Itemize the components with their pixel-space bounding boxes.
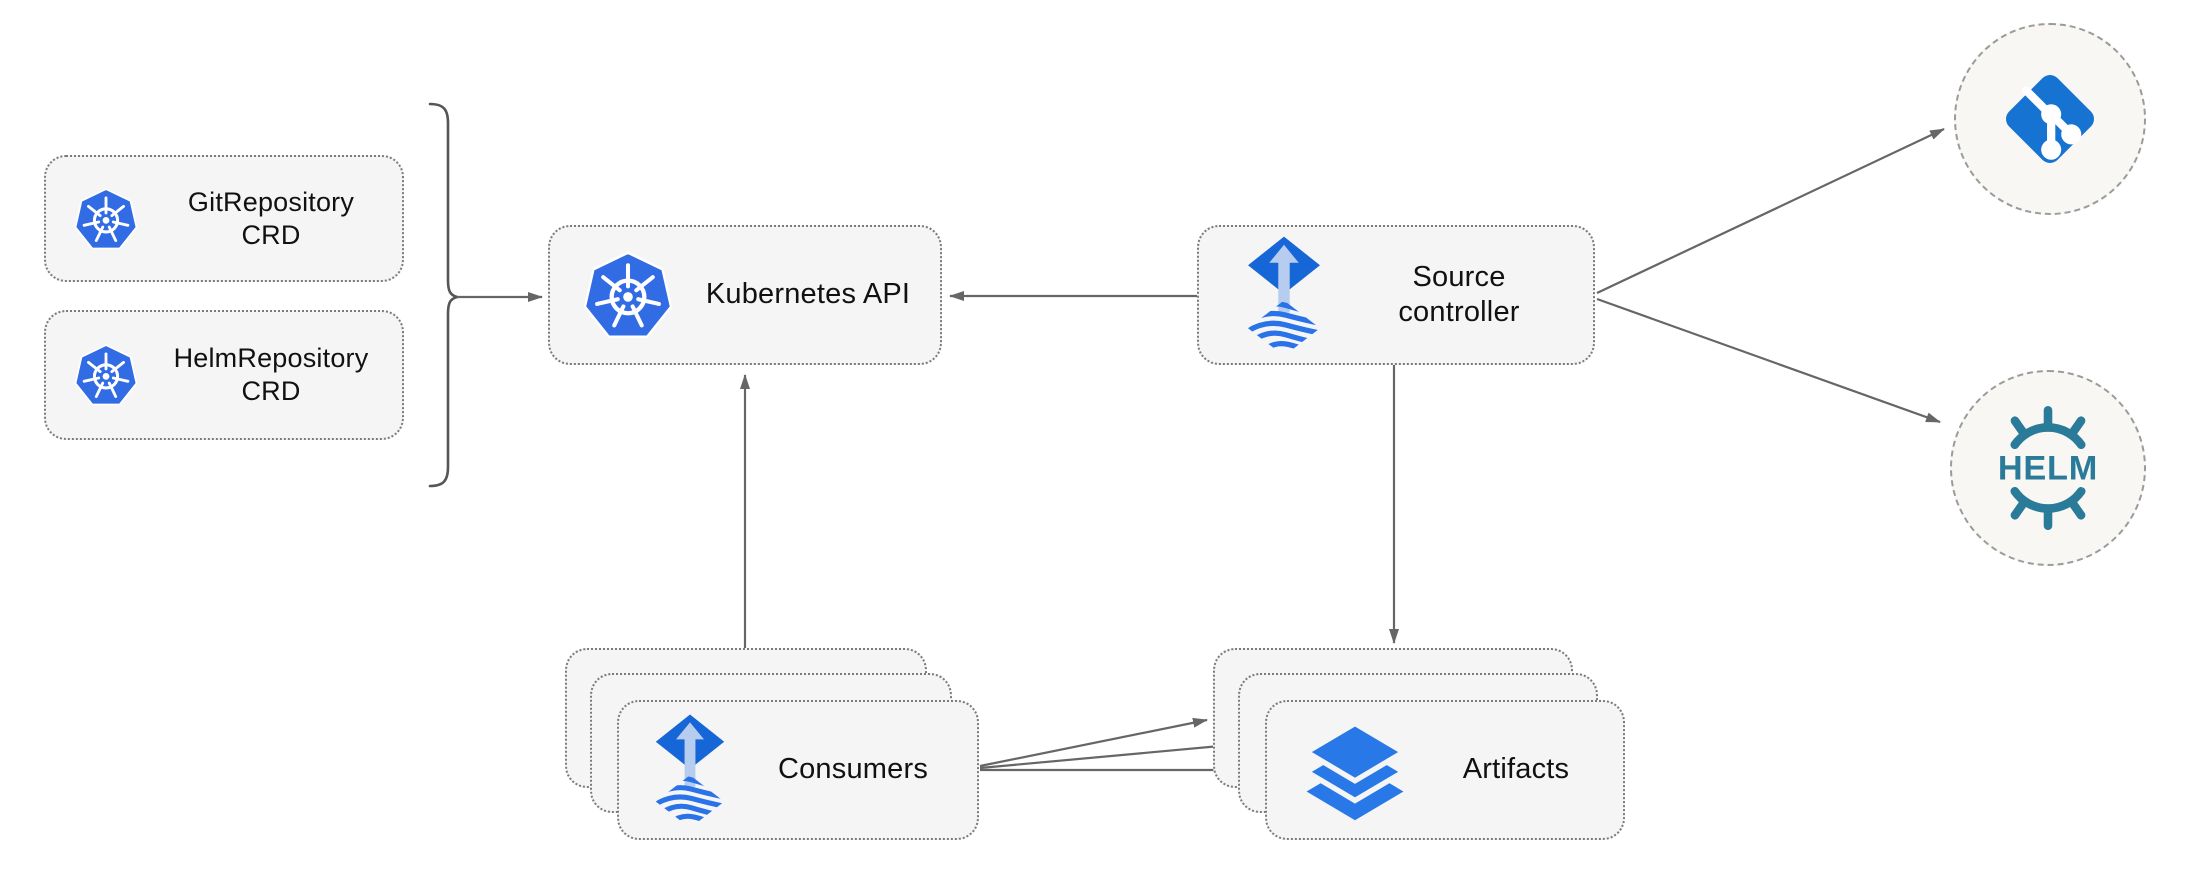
node-label: Kubernetes API	[705, 278, 911, 311]
node-git-endpoint	[1954, 23, 2146, 215]
helm-icon: HELM	[1970, 390, 2126, 546]
flux-icon	[1243, 235, 1325, 356]
edge-consumers-to-artifacts-2	[979, 741, 1232, 770]
edge-source-controller-to-helm	[1596, 297, 1941, 424]
node-label: Consumers	[777, 753, 929, 786]
node-artifacts: Artifacts	[1265, 700, 1625, 840]
crd-group-brace	[428, 102, 462, 488]
git-icon	[1991, 60, 2109, 178]
node-helm-endpoint: HELM	[1950, 370, 2146, 566]
node-source-controller: Source controller	[1197, 225, 1595, 365]
flux-icon	[651, 713, 729, 828]
node-consumers: Consumers	[617, 700, 979, 840]
node-helm-repository-crd: HelmRepository CRD	[44, 310, 404, 440]
layers-icon	[1301, 718, 1409, 822]
node-consumers-stack: Consumers	[565, 648, 979, 840]
kubernetes-icon	[72, 341, 140, 409]
node-label: Source controller	[1398, 260, 1520, 328]
node-artifacts-stack: Artifacts	[1213, 648, 1625, 840]
edge-source-controller-to-git	[1596, 128, 1945, 294]
node-label: HelmRepository CRD	[173, 343, 369, 406]
helm-wordmark: HELM	[1998, 450, 2098, 488]
node-label: GitRepository CRD	[187, 186, 355, 250]
node-label: Artifacts	[1462, 753, 1570, 786]
node-kubernetes-api: Kubernetes API	[548, 225, 942, 365]
edge-consumers-to-artifacts-1	[979, 717, 1208, 768]
kubernetes-icon	[580, 247, 676, 343]
node-git-repository-crd: GitRepository CRD	[44, 155, 404, 282]
kubernetes-icon	[72, 185, 140, 253]
